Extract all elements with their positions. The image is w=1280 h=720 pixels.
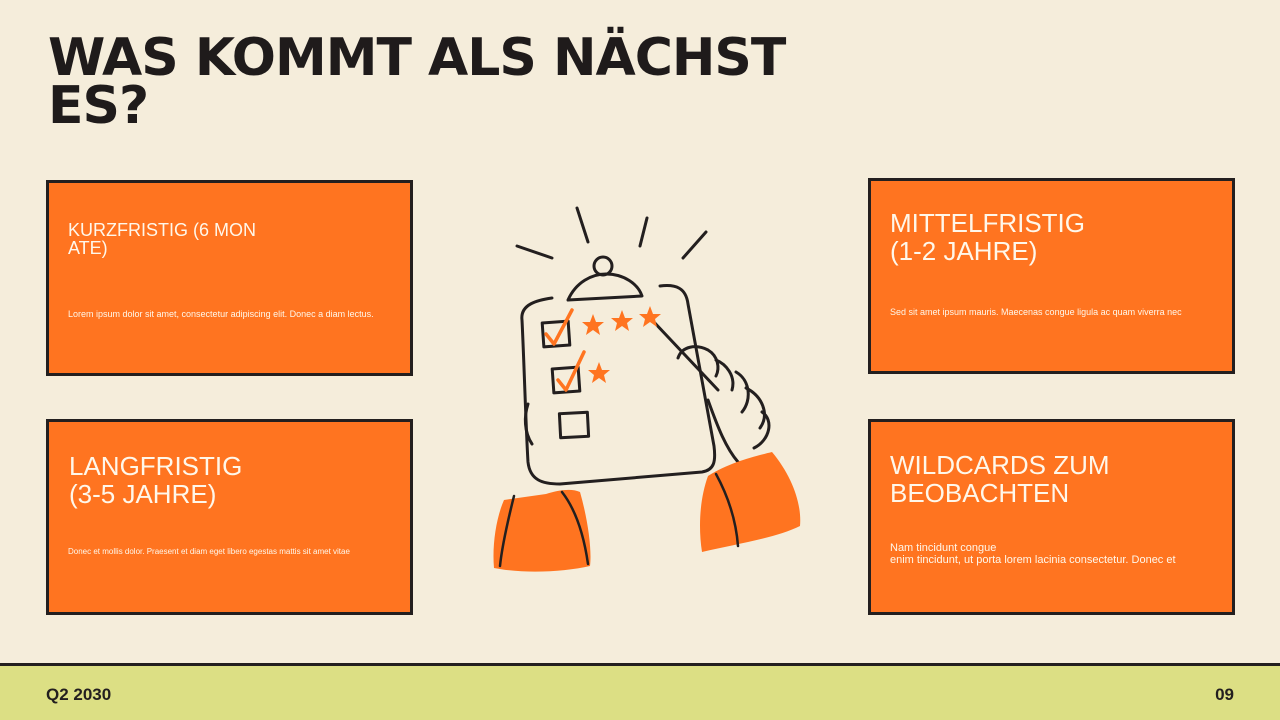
card-heading-line: ATE)	[68, 238, 108, 258]
page-title: WAS KOMMT ALS NÄCHST ES?	[48, 28, 786, 136]
card-heading-line: (3-5 JAHRE)	[69, 479, 217, 509]
card-text: Nam tincidunt congue enim tincidunt, ut …	[890, 542, 1176, 566]
footer-date: Q2 2030	[46, 685, 112, 704]
card-heading-line: WILDCARDS ZUM	[890, 450, 1110, 480]
card-heading-line: BEOBACHTEN	[890, 478, 1070, 508]
card-text: Donec et mollis dolor. Praesent et diam …	[68, 547, 350, 556]
card-heading-line: KURZFRISTIG (6 MON	[68, 220, 256, 240]
title-line-1: WAS KOMMT ALS NÄCHST	[48, 28, 786, 88]
card-heading-line: LANGFRISTIG	[69, 451, 243, 481]
card-mid-term: MITTELFRISTIG (1-2 JAHRE) Sed sit amet i…	[868, 178, 1235, 374]
card-text-line: enim tincidunt, ut porta lorem lacinia c…	[890, 554, 1176, 566]
card-heading: WILDCARDS ZUM BEOBACHTEN	[890, 451, 1110, 507]
card-long-term: LANGFRISTIG (3-5 JAHRE) Donec et mollis …	[46, 419, 413, 615]
card-text: Sed sit amet ipsum mauris. Maecenas cong…	[890, 307, 1182, 317]
card-heading: MITTELFRISTIG (1-2 JAHRE)	[890, 209, 1085, 265]
footer-bar: Q2 2030 09	[0, 663, 1280, 720]
checklist-rating-icon	[493, 206, 801, 572]
card-wildcards: WILDCARDS ZUM BEOBACHTEN Nam tincidunt c…	[868, 419, 1235, 615]
card-heading-line: (1-2 JAHRE)	[890, 236, 1038, 266]
card-heading: LANGFRISTIG (3-5 JAHRE)	[69, 452, 242, 508]
page-number: 09	[1215, 685, 1234, 704]
card-short-term: KURZFRISTIG (6 MON ATE) Lorem ipsum dolo…	[46, 180, 413, 376]
card-text-line: Nam tincidunt congue	[890, 542, 997, 554]
title-line-2: ES?	[48, 76, 149, 136]
card-heading: KURZFRISTIG (6 MON ATE)	[68, 221, 256, 257]
card-heading-line: MITTELFRISTIG	[890, 208, 1085, 238]
card-text: Lorem ipsum dolor sit amet, consectetur …	[68, 309, 374, 319]
